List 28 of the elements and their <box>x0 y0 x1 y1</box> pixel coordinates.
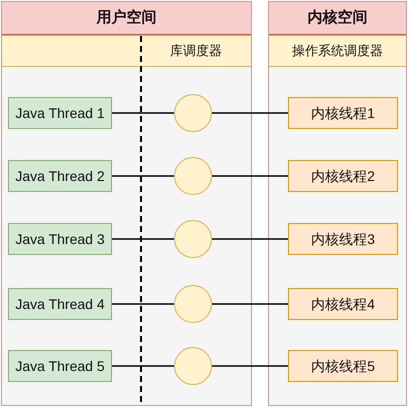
kernel-thread-box: 内核线程1 <box>288 97 398 129</box>
connector-line <box>112 303 174 305</box>
connector-line <box>212 238 288 240</box>
kernel-thread-box: 内核线程3 <box>288 223 398 255</box>
connector-line <box>212 175 288 177</box>
space-panel <box>1 1 252 406</box>
connector-line <box>112 175 174 177</box>
connector-line <box>212 303 288 305</box>
band-label: 库调度器 <box>169 42 223 60</box>
user-thread-box: Java Thread 1 <box>8 97 112 129</box>
user-thread-box: Java Thread 4 <box>8 288 112 320</box>
connector-line <box>112 112 174 114</box>
panel-header: 用户空间 <box>2 2 251 35</box>
kernel-thread-box: 内核线程2 <box>288 160 398 192</box>
band-label: 操作系统调度器 <box>291 42 384 60</box>
connector-line <box>212 365 288 367</box>
user-thread-box: Java Thread 5 <box>8 350 112 382</box>
connector-line <box>212 112 288 114</box>
connector-line <box>112 365 174 367</box>
kernel-thread-box: 内核线程5 <box>288 350 398 382</box>
panel-header: 内核空间 <box>269 2 406 35</box>
space-panel <box>268 1 407 406</box>
connector-line <box>112 238 174 240</box>
scheduler-band <box>2 35 251 67</box>
user-thread-box: Java Thread 2 <box>8 160 112 192</box>
user-thread-box: Java Thread 3 <box>8 223 112 255</box>
scheduler-band <box>269 35 406 67</box>
kernel-thread-box: 内核线程4 <box>288 288 398 320</box>
